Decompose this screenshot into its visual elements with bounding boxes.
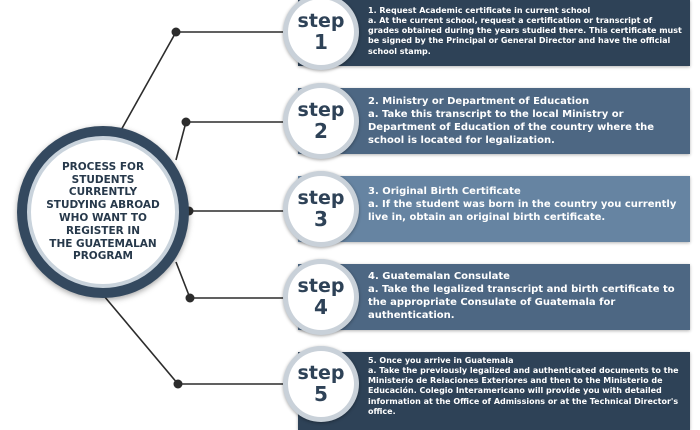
- connector-line-2: [175, 121, 187, 161]
- step-number-5: 5: [314, 382, 328, 406]
- step-number-1: 1: [314, 30, 328, 54]
- connector-line-5: [103, 295, 179, 385]
- step-text-1: 1. Request Academic certificate in curre…: [368, 6, 682, 57]
- step-band-1: 1. Request Academic certificate in curre…: [298, 0, 690, 66]
- step-body-1: a. At the current school, request a cert…: [368, 16, 682, 56]
- step-badge-3: step 3: [283, 171, 359, 247]
- step-badge-2: step 2: [283, 83, 359, 159]
- step-title-4: 4. Guatemalan Consulate: [368, 271, 510, 282]
- connector-dot-5: [173, 379, 183, 389]
- step-word-3: step: [297, 187, 345, 209]
- step-number-4: 4: [314, 295, 328, 319]
- step-text-4: 4. Guatemalan Consulate a. Take the lega…: [368, 270, 682, 322]
- step-band-5: 5. Once you arrive in Guatemala a. Take …: [298, 352, 690, 430]
- step-badge-1: step 1: [283, 0, 359, 70]
- step-badge-inner-1: step 1: [288, 0, 354, 65]
- step-badge-inner-5: step 5: [288, 351, 354, 417]
- hub-title: PROCESS FOR STUDENTS CURRENTLY STUDYING …: [46, 160, 160, 263]
- step-word-4: step: [297, 275, 345, 297]
- step-badge-inner-4: step 4: [288, 264, 354, 330]
- step-badge-inner-3: step 3: [288, 176, 354, 242]
- step-badge-inner-2: step 2: [288, 88, 354, 154]
- step-number-2: 2: [314, 119, 328, 143]
- connector-line-4: [175, 261, 191, 299]
- step-text-3: 3. Original Birth Certificate a. If the …: [368, 185, 682, 224]
- step-body-2: a. Take this transcript to the local Min…: [368, 109, 655, 146]
- step-number-3: 3: [314, 207, 328, 231]
- step-body-5: a. Take the previously legalized and aut…: [368, 366, 679, 416]
- step-text-2: 2. Ministry or Department of Education a…: [368, 95, 682, 147]
- step-title-1: 1. Request Academic certificate in curre…: [368, 6, 591, 15]
- step-band-4: 4. Guatemalan Consulate a. Take the lega…: [298, 264, 690, 330]
- central-hub-circle: PROCESS FOR STUDENTS CURRENTLY STUDYING …: [17, 126, 189, 298]
- step-band-3: 3. Original Birth Certificate a. If the …: [298, 176, 690, 242]
- step-word-5: step: [297, 362, 345, 384]
- step-title-2: 2. Ministry or Department of Education: [368, 96, 590, 107]
- connector-dot-1: [171, 27, 181, 37]
- step-body-4: a. Take the legalized transcript and bir…: [368, 284, 675, 321]
- step-text-5: 5. Once you arrive in Guatemala a. Take …: [368, 356, 682, 417]
- step-title-5: 5. Once you arrive in Guatemala: [368, 356, 514, 365]
- connector-line-1: [119, 31, 177, 133]
- step-body-3: a. If the student was born in the countr…: [368, 199, 677, 223]
- step-word-1: step: [297, 10, 345, 32]
- step-word-2: step: [297, 99, 345, 121]
- connector-dot-4: [185, 293, 195, 303]
- step-band-2: 2. Ministry or Department of Education a…: [298, 88, 690, 154]
- step-badge-4: step 4: [283, 259, 359, 335]
- step-badge-5: step 5: [283, 346, 359, 422]
- connector-dot-2: [181, 117, 191, 127]
- step-title-3: 3. Original Birth Certificate: [368, 186, 521, 197]
- central-hub-inner: PROCESS FOR STUDENTS CURRENTLY STUDYING …: [27, 136, 179, 288]
